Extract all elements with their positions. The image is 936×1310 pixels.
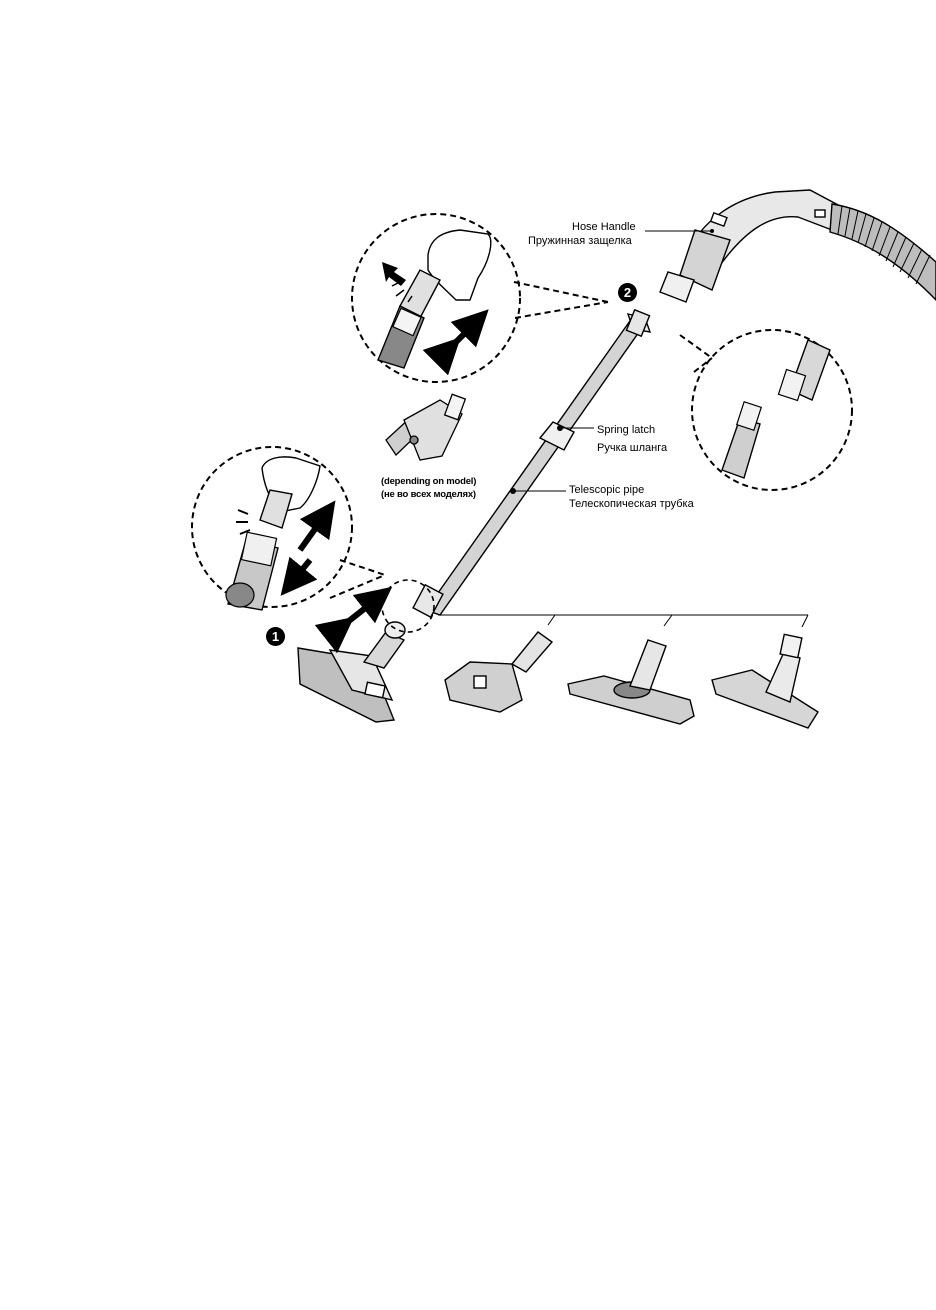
parquet-nozzle — [568, 640, 694, 724]
step-2-badge: 2 — [618, 283, 637, 302]
zoom-circle-connection — [680, 330, 852, 490]
turbo-nozzle — [445, 632, 552, 712]
hose-handle-slot — [815, 210, 825, 217]
step-1-badge: 1 — [266, 627, 285, 646]
spring-latch-label-en: Spring latch — [597, 423, 655, 437]
hard-floor-nozzle — [712, 634, 818, 728]
telescopic-pipe-label-en: Telescopic pipe — [569, 483, 644, 497]
accessory-bracket — [438, 615, 808, 627]
zoom-circle-step1 — [192, 447, 385, 610]
hose-handle-label-ru: Пружинная защелка — [528, 234, 632, 248]
spring-latch-label-ru: Ручка шланга — [597, 441, 667, 455]
crevice-tool — [386, 394, 465, 460]
attach-arrow-icon — [340, 598, 378, 628]
hose-assembly — [660, 190, 936, 302]
depending-label-en: (depending on model) — [381, 476, 476, 488]
telescopic-pipe-label-ru: Телескопическая трубка — [569, 497, 694, 511]
depending-label-ru: (не во всех моделях) — [381, 489, 476, 501]
hose-handle-label-en: Hose Handle — [572, 220, 636, 234]
main-floor-nozzle — [298, 622, 405, 722]
